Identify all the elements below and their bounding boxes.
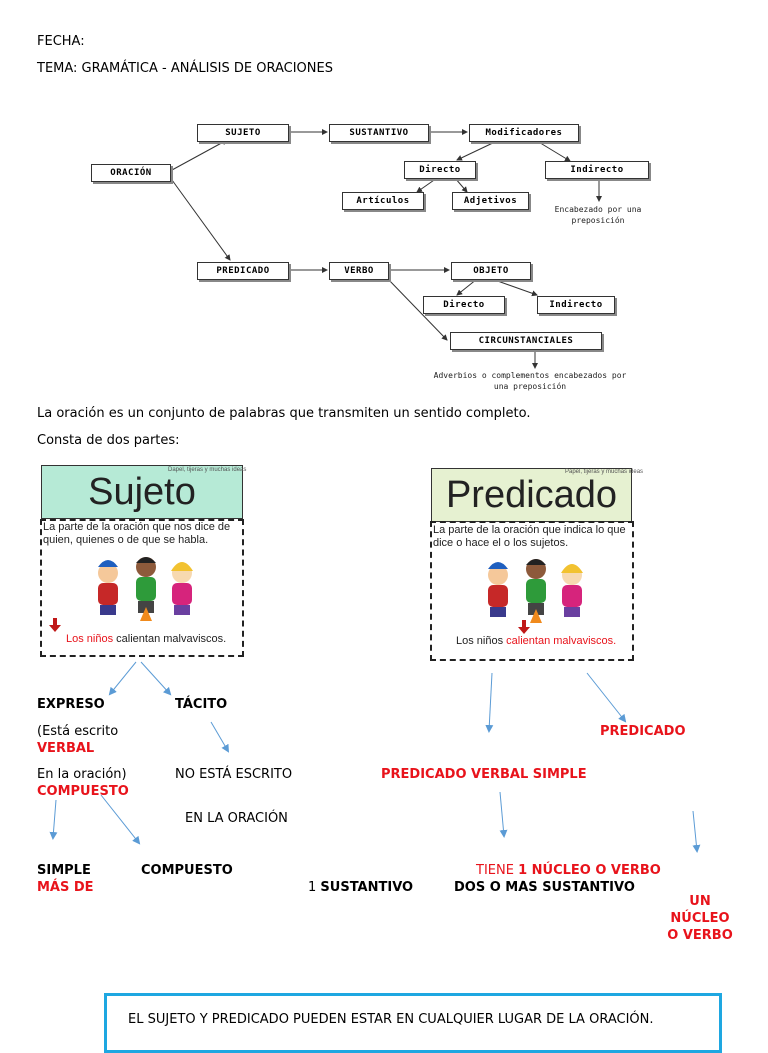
sujeto-card-example-subject: Los niños — [66, 633, 114, 645]
diagram-node-articulos: Artículos — [342, 192, 424, 210]
diagram-note-encabezado: Encabezado por una preposición — [554, 205, 642, 225]
blue-arrows — [49, 661, 701, 853]
compuesto-red-label: COMPUESTO — [37, 784, 129, 799]
sujeto-card-example: Los niños calientan malvaviscos. — [66, 633, 226, 645]
tiene-nucleo-text: TIENE 1 NÚCLEO O VERBO — [476, 863, 661, 879]
sujeto-card-watermark: Dapel, tijeras y muchas ideas — [168, 467, 247, 473]
sujeto-card-title: Sujeto — [41, 465, 243, 519]
dos-o-mas-sustantivos-text: DOS O MÁS SUSTANTIVO — [454, 880, 635, 895]
diagram-node-directo-obj: Directo — [423, 296, 505, 314]
expreso-label: EXPRESO — [37, 697, 105, 712]
one-sustantivo-text: 1 SUSTANTIVO — [308, 880, 413, 896]
sujeto-card-definition: La parte de la oración que nos dice de q… — [43, 521, 231, 546]
predicado-verbal-simple-label: PREDICADO VERBAL SIMPLE — [381, 767, 587, 782]
o-verbo-label: O VERBO — [667, 928, 733, 943]
topic-title: TEMA: GRAMÁTICA - ANÁLISIS DE ORACIONES — [37, 61, 333, 76]
sujeto-card-example-rest: calientan malvaviscos. — [113, 633, 227, 645]
note-box: EL SUJETO Y PREDICADO PUEDEN ESTAR EN CU… — [104, 993, 722, 1053]
diagram-node-predicado: PREDICADO — [197, 262, 289, 280]
en-la-oracion-text: En la oración) — [37, 767, 127, 782]
diagram-node-circunstanciales: CIRCUNSTANCIALES — [450, 332, 602, 350]
note-text: EL SUJETO Y PREDICADO PUEDEN ESTAR EN CU… — [128, 1012, 654, 1027]
diagram-node-directo-mod: Directo — [404, 161, 476, 179]
diagram-node-oracion: ORACIÓN — [91, 164, 171, 182]
diagram-node-indirecto-mod: Indirecto — [545, 161, 649, 179]
diagram-node-sujeto: SUJETO — [197, 124, 289, 142]
diagram-node-modificadores: Modificadores — [469, 124, 579, 142]
predicado-card-title: Predicado — [431, 468, 632, 522]
predicado-red-label: PREDICADO — [600, 724, 686, 739]
children-illustration-icon — [488, 559, 583, 623]
predicado-card-example: Los niños calientan malvaviscos. — [456, 635, 616, 647]
mas-de-label: MÁS DE — [37, 880, 94, 895]
predicado-card-frame — [430, 521, 634, 661]
intro-definition: La oración es un conjunto de palabras qu… — [37, 406, 531, 421]
tiene-prefix: TIENE — [476, 863, 519, 878]
en-la-oracion-text-2: EN LA ORACIÓN — [185, 811, 288, 826]
diagram-node-sustantivo: SUSTANTIVO — [329, 124, 429, 142]
diagram-node-verbo: VERBO — [329, 262, 389, 280]
sentence-analysis-diagram: ORACIÓN SUJETO SUSTANTIVO Modificadores … — [37, 88, 688, 396]
down-arrow-icon — [518, 620, 530, 634]
diagram-note-adverbios: Adverbios o complementos encabezados por… — [433, 371, 627, 391]
nucleo-label: NÚCLEO — [670, 911, 730, 926]
diagram-node-objeto: OBJETO — [451, 262, 531, 280]
down-arrow-icon — [49, 618, 61, 632]
predicado-card-example-subject: Los niños — [456, 635, 507, 647]
date-label: FECHA: — [37, 34, 85, 49]
esta-escrito-text: (Está escrito — [37, 724, 119, 739]
children-illustration-icon — [98, 557, 193, 621]
sujeto-card-frame — [40, 519, 244, 657]
one-number: 1 — [308, 880, 321, 895]
no-esta-escrito-text: NO ESTÁ ESCRITO — [175, 767, 293, 782]
un-label: UN — [689, 894, 711, 909]
diagram-node-indirecto-obj: Indirecto — [537, 296, 615, 314]
predicado-card-example-predicate: calientan malvaviscos. — [506, 635, 617, 647]
diagram-node-adjetivos: Adjetivos — [452, 192, 529, 210]
predicado-card-watermark: Papel, tijeras y muchas ideas — [565, 469, 644, 475]
diagram-connectors — [171, 129, 602, 369]
simple-label: SIMPLE — [37, 863, 91, 878]
compuesto-label: COMPUESTO — [141, 863, 233, 878]
tiene-nucleo-bold: 1 NÚCLEO O VERBO — [518, 863, 661, 878]
intro-parts: Consta de dos partes: — [37, 433, 180, 448]
tacito-label: TÁCITO — [175, 697, 228, 712]
sustantivo-word: SUSTANTIVO — [320, 880, 414, 895]
predicado-card-definition: La parte de la oración que indica lo que… — [433, 524, 626, 549]
verbal-label: VERBAL — [37, 741, 95, 756]
